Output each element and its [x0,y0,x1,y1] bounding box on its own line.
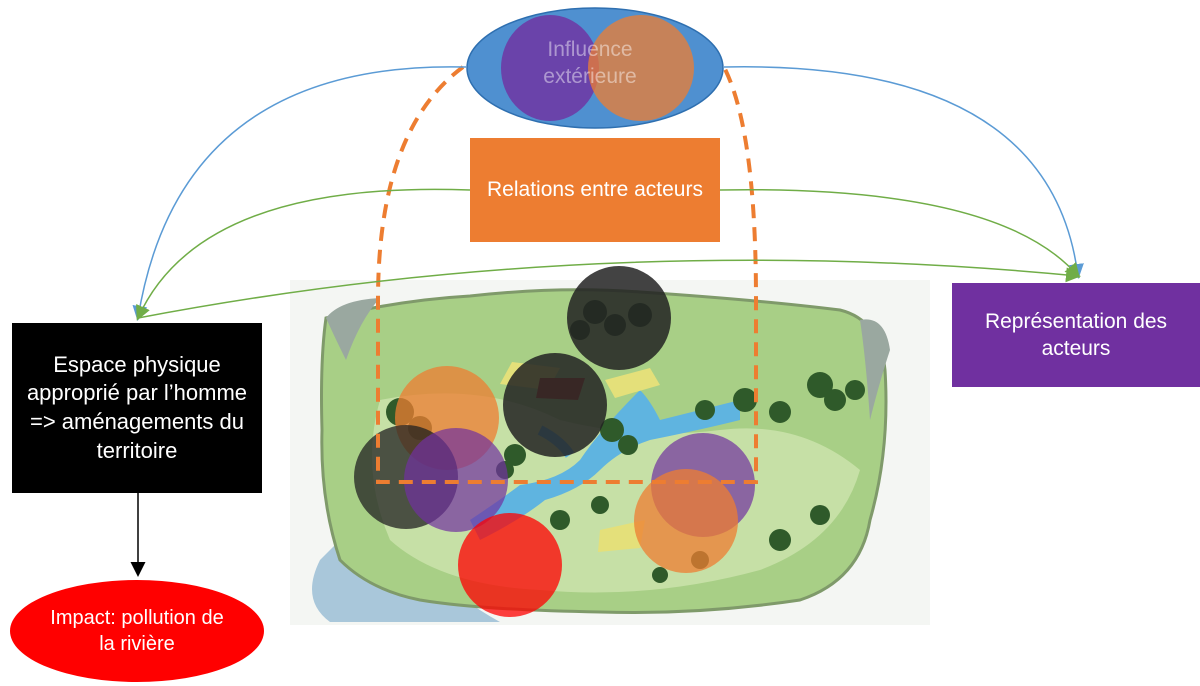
representation-box: Représentation des acteurs [952,283,1200,387]
overlay-circles [354,266,755,617]
arrow-relations-to-space [136,188,471,321]
relations-label: Relations entre acteurs [487,178,703,202]
influence-circle-purple [501,15,599,121]
overlay-circle-orange [634,469,738,573]
relations-box: Relations entre acteurs [470,138,720,242]
overlay-circle-red [458,513,562,617]
overlay-circle-black [503,353,607,457]
influence-circle-orange [588,15,694,121]
arrow-relations-to-representation [719,188,1080,279]
physical-space-label: Espace physique approprié par l’homme =>… [26,351,248,463]
impact-ellipse: Impact: pollution de la rivière [10,580,264,682]
dashed-zone-outline [376,65,758,484]
impact-label: Impact: pollution de la rivière [50,607,224,655]
representation-label: Représentation des acteurs [984,309,1168,360]
influence-node [466,7,724,129]
arrow-space-representation-link [137,259,1081,319]
arrow-influence-to-representation [723,66,1084,279]
arrow-influence-to-space [132,66,467,321]
physical-space-box: Espace physique approprié par l’homme =>… [12,323,262,493]
overlay-circle-black [567,266,671,370]
